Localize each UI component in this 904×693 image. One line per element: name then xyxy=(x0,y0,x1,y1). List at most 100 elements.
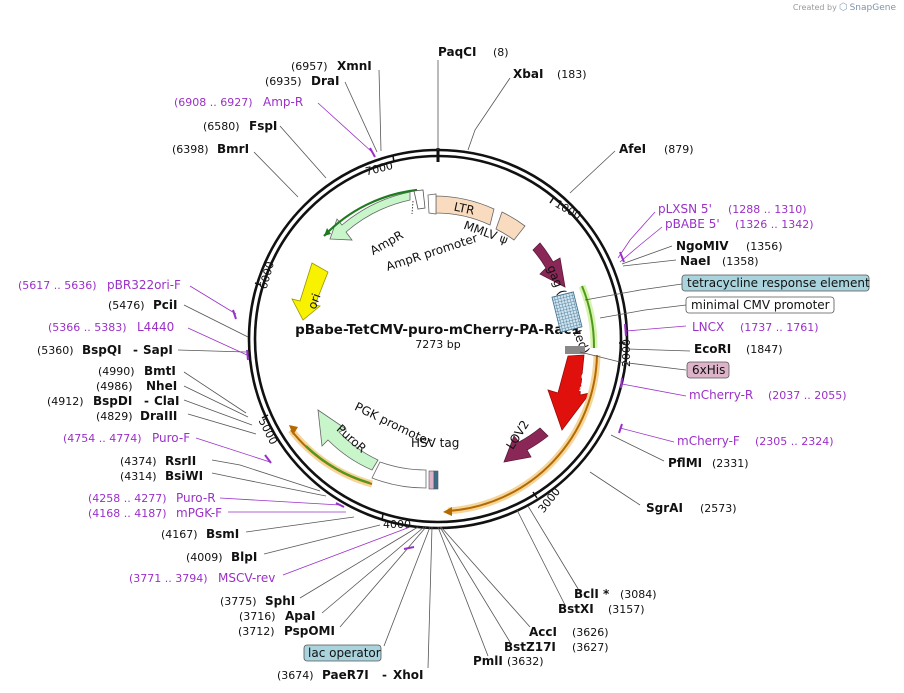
naei-pos: (1358) xyxy=(722,255,759,268)
drai-pos: (6935) xyxy=(265,75,302,88)
mscvrev-leader xyxy=(282,526,411,576)
pcii-pos: (5476) xyxy=(108,299,145,312)
orf-arc-head xyxy=(443,507,452,516)
xhoi-name: XhoI xyxy=(393,668,424,682)
tick-7000 xyxy=(392,155,395,163)
tre-label: tetracycline response element xyxy=(687,276,870,290)
tick-marks xyxy=(254,155,625,521)
bspdi-sep: - xyxy=(144,394,149,408)
pflmi-pos: (2331) xyxy=(712,457,749,470)
ampR-label: AmpR xyxy=(368,228,406,258)
paqci-name: PaqCI xyxy=(438,45,476,59)
bmti-name: BmtI xyxy=(144,364,176,378)
puroR-primer-leader xyxy=(219,497,341,506)
lncx-leader xyxy=(625,325,687,332)
paer7i-name: PaeR7I xyxy=(322,668,369,682)
snapgene-logo-icon: ⬡ xyxy=(838,2,848,13)
pbr322orif-range: (5617 .. 5636) xyxy=(18,279,97,292)
bmri-pos: (6398) xyxy=(172,143,209,156)
puroR-primer-range: (4258 .. 4277) xyxy=(88,492,167,505)
pflmi-leader xyxy=(610,434,665,462)
ecori-name: EcoRI xyxy=(694,342,731,356)
pspomi-name: PspOMI xyxy=(284,624,335,638)
bmti-leader xyxy=(183,371,247,414)
pbabe5-name: pBABE 5' xyxy=(665,217,720,231)
mcherryF-range: (2305 .. 2324) xyxy=(755,435,834,448)
bmti-pos: (4990) xyxy=(98,365,135,378)
hsv-tag-label: HSV tag xyxy=(411,436,459,450)
puroR-orf-head xyxy=(289,425,298,435)
purof-range: (4754 .. 4774) xyxy=(63,432,142,445)
tick-label-5000: 5000 xyxy=(256,416,280,447)
pgk-promoter-feature xyxy=(371,461,427,489)
bstz17i-pos: (3627) xyxy=(572,641,609,654)
lac-leader xyxy=(383,526,431,647)
pbr322orif-leader xyxy=(189,285,237,315)
l4440-mark xyxy=(246,349,249,361)
ampR-primer-leader xyxy=(317,102,373,153)
tre-feature xyxy=(551,291,583,333)
his-tag-mark xyxy=(565,346,585,354)
mcmv-label-box xyxy=(685,296,835,314)
mcherryR-leader xyxy=(621,383,687,397)
mcherryF-name: mCherry-F xyxy=(677,434,740,448)
naei-name: NaeI xyxy=(680,254,711,268)
apai-pos: (3716) xyxy=(239,610,276,623)
pbr322orif-mark xyxy=(232,309,237,320)
ltr-label: LTR xyxy=(453,200,476,218)
pflmi-name: PflMI xyxy=(668,456,702,470)
tick-label-2000: 2000 xyxy=(620,339,633,367)
bsiwi-leader xyxy=(211,472,327,497)
pspomi-leader xyxy=(339,526,427,628)
bstxi-pos: (3157) xyxy=(608,603,645,616)
pbabe5-leader xyxy=(619,226,663,263)
ampR-primer-range: (6908 .. 6927) xyxy=(174,96,253,109)
plasmid-length: 7273 bp xyxy=(415,338,460,351)
bsiwi-name: BsiWI xyxy=(165,469,203,483)
mcherryF-mark xyxy=(618,423,623,434)
sphi-name: SphI xyxy=(265,594,295,608)
lov2-feature-arrow xyxy=(503,427,549,463)
mscvrev-mark xyxy=(403,546,415,550)
l4440-leader xyxy=(187,327,248,356)
xbai-leader xyxy=(467,77,511,151)
drai-name: DraI xyxy=(311,74,339,88)
mscvrev-range: (3771 .. 3794) xyxy=(129,572,208,585)
rsrii-name: RsrII xyxy=(165,454,196,468)
lac-operator-box xyxy=(303,644,382,662)
bstxi-leader xyxy=(516,509,566,606)
xbai-pos: (183) xyxy=(557,68,587,81)
rsrii-pos: (4374) xyxy=(120,455,157,468)
acci-name: AccI xyxy=(529,625,557,639)
nhei-leader xyxy=(183,385,249,418)
fspi-leader xyxy=(279,125,327,179)
bmri-name: BmrI xyxy=(217,142,249,156)
his-label: 6xHis xyxy=(692,363,725,377)
naei-leader xyxy=(622,259,677,267)
paer7i-sep: - xyxy=(382,668,387,682)
plxsn5-range: (1288 .. 1310) xyxy=(728,203,807,216)
blpi-leader xyxy=(263,524,381,555)
credit-prefix: Created by xyxy=(792,3,837,12)
l4440-range: (5366 .. 5383) xyxy=(48,321,127,334)
sgrai-name: SgrAI xyxy=(646,501,683,515)
rsrii-leader xyxy=(211,459,321,492)
tre-orf-line xyxy=(581,285,596,349)
ngomiv-leader xyxy=(621,245,673,265)
apai-leader xyxy=(321,526,425,614)
pcii-name: PciI xyxy=(153,298,178,312)
bsiwi-pos: (4314) xyxy=(120,470,157,483)
draiii-leader xyxy=(187,413,257,435)
puroR-feature-arrow xyxy=(317,409,379,471)
sphi-pos: (3775) xyxy=(220,595,257,608)
mcmv-leader xyxy=(599,304,687,319)
tre-leader xyxy=(584,283,683,301)
plasmid-name: pBabe-TetCMV-puro-mCherry-PA-Rac1 xyxy=(295,322,581,338)
ampR-primer-name: Amp-R xyxy=(263,95,303,109)
mcherryR-mark xyxy=(620,377,623,389)
nhei-pos: (4986) xyxy=(96,380,133,393)
nhei-name: NheI xyxy=(146,379,177,393)
mmlv-psi-feature xyxy=(495,211,526,241)
lncx-mark xyxy=(624,323,627,337)
